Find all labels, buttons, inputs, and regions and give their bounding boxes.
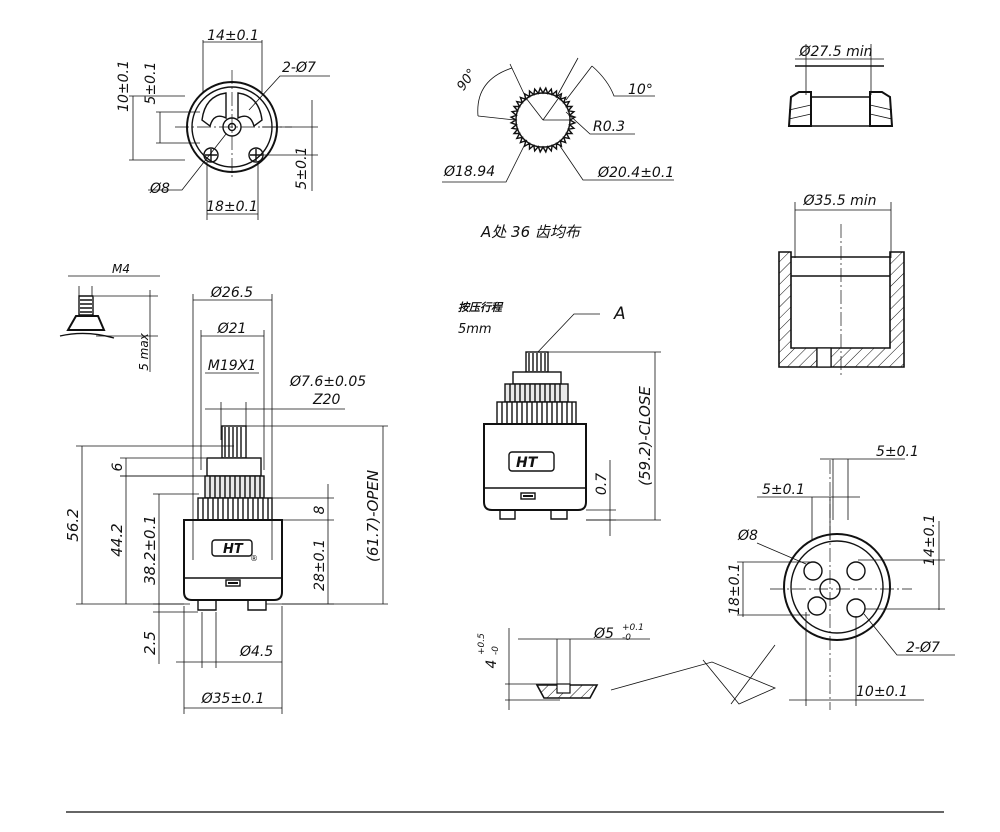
close-stroke-label: 按压行程 — [458, 301, 504, 314]
port-left — [201, 92, 227, 128]
spline-angle-10: 10° — [628, 82, 653, 98]
top-dim-5-right: 5±0.1 — [294, 147, 310, 190]
top-dim-holes: 2-Ø7 — [282, 60, 316, 76]
open-h-38-2: 38.2±0.1 — [141, 515, 159, 585]
close-stroke-value: 5mm — [458, 322, 492, 337]
bottom-dim-10: 10±0.1 — [856, 684, 908, 700]
port-right — [237, 92, 263, 128]
spline-angle-90: 90° — [454, 66, 480, 93]
housing-wall — [778, 251, 905, 368]
close-body — [483, 423, 587, 511]
seal-detail: 4 +0.5 -0 Ø5 +0.1 -0 — [477, 623, 777, 710]
open-stem — [221, 425, 247, 459]
screw-detail: M4 5 max — [59, 262, 160, 372]
close-h-0-7: 0.7 — [594, 473, 610, 495]
open-dia-35: Ø35±0.1 — [201, 691, 265, 707]
side-view-open: Ø26.5 Ø21 M19X1 Ø7.6±0.05 Z20 HT ® 56.2 … — [64, 285, 388, 714]
screw-depth: 5 max — [137, 332, 151, 370]
close-logo: HT — [516, 455, 539, 471]
bottom-view: 5±0.1 5±0.1 Ø8 14±0.1 18±0.1 2-Ø7 10±0.1 — [727, 444, 955, 710]
open-dia-4-5: Ø4.5 — [239, 644, 273, 660]
top-dim-14: 14±0.1 — [207, 28, 259, 44]
bottom-dim-18: 18±0.1 — [727, 563, 743, 615]
spline-radius: R0.3 — [593, 119, 625, 135]
ring-part: Ø27.5 min — [787, 44, 894, 127]
ring-left-section — [787, 91, 812, 127]
svg-text:®: ® — [250, 554, 258, 563]
close-callout: A — [613, 304, 626, 324]
open-thread: M19X1 — [208, 358, 256, 374]
seal-height: 4 — [484, 660, 500, 669]
bottom-dim-8: Ø8 — [737, 528, 758, 544]
seal-dia-tol-lower: -0 — [622, 633, 631, 643]
housing-section: Ø35.5 min — [778, 193, 905, 378]
housing-dim: Ø35.5 min — [802, 193, 876, 209]
open-shoulder — [197, 497, 273, 521]
open-h-2-5: 2.5 — [141, 631, 159, 655]
top-dim-8: Ø8 — [149, 181, 170, 197]
bottom-outer-circle — [783, 533, 891, 641]
open-h-6: 6 — [110, 462, 126, 471]
open-logo: HT — [223, 542, 244, 557]
spline-note: A处 36 齿均布 — [480, 223, 582, 241]
open-h-8: 8 — [312, 505, 328, 514]
open-dia-26-5: Ø26.5 — [210, 285, 253, 301]
screw-thread: M4 — [112, 262, 130, 276]
spline-detail: 90° 10° R0.3 Ø18.94 Ø20.4±0.1 A处 36 齿均布 — [442, 57, 674, 241]
bottom-inner-circle — [790, 540, 884, 634]
seal-dia: Ø5 — [593, 626, 614, 642]
top-dim-10: 10±0.1 — [116, 60, 132, 112]
seal-dia-tol-upper: +0.1 — [622, 623, 644, 633]
bottom-dim-14: 14±0.1 — [922, 514, 938, 566]
ring-dim: Ø27.5 min — [798, 44, 872, 60]
bottom-dim-5-top: 5±0.1 — [876, 444, 919, 460]
bottom-dim-holes: 2-Ø7 — [906, 640, 940, 656]
seal-height-tol-upper: +0.5 — [477, 633, 487, 655]
pin-right — [248, 147, 264, 163]
open-body — [183, 519, 283, 601]
open-h-open: (61.7)-OPEN — [364, 470, 382, 562]
top-dim-5-left: 5±0.1 — [143, 62, 159, 105]
side-view-close: 按压行程 5mm A HT (59.2)-CLOSE 0.7 — [458, 301, 661, 536]
top-dim-18: 18±0.1 — [206, 199, 258, 215]
top-view: 14±0.1 2-Ø7 10±0.1 5±0.1 5±0.1 Ø8 18±0.1 — [116, 28, 330, 220]
pin-left — [203, 147, 219, 163]
open-h-44-2: 44.2 — [108, 523, 126, 556]
spline-dia-inner: Ø18.94 — [443, 164, 495, 180]
bottom-dim-5-left: 5±0.1 — [762, 482, 805, 498]
open-dia-21: Ø21 — [217, 321, 247, 337]
open-teeth: Z20 — [312, 392, 340, 408]
seal-height-tol-lower: -0 — [491, 646, 501, 655]
close-h-close: (59.2)-CLOSE — [636, 386, 654, 486]
ring-right-section — [869, 91, 894, 127]
open-logo-box — [211, 539, 253, 557]
open-collar — [206, 457, 262, 477]
spline-dia-outer: Ø20.4±0.1 — [597, 165, 674, 181]
open-h-28: 28±0.1 — [312, 539, 328, 591]
open-h-56-2: 56.2 — [64, 508, 82, 541]
open-spline-dia: Ø7.6±0.05 — [289, 374, 366, 390]
